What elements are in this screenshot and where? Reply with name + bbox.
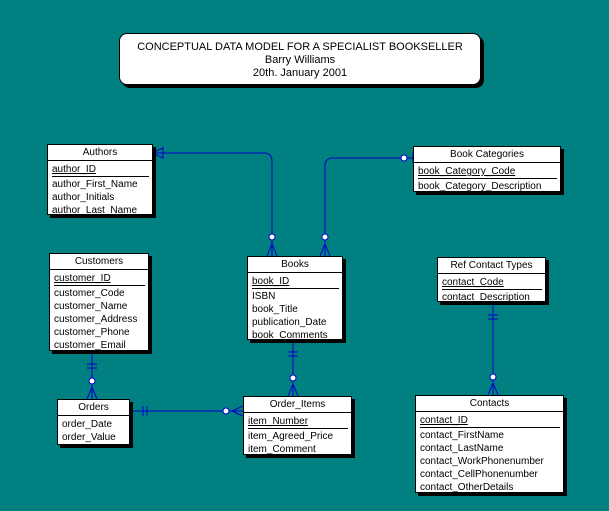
relationship-orders-orderitems xyxy=(130,405,244,417)
relationship-authors-books xyxy=(151,147,278,257)
attribute: author_Last_Name xyxy=(52,205,138,216)
entity-name: Customers xyxy=(50,254,148,270)
crowsfoot-books-end xyxy=(319,243,331,257)
attribute-list: contact_ID contact_FirstName contact_LastN… xyxy=(416,412,563,494)
crowsfoot-authors-end xyxy=(151,147,164,159)
attribute-list: author_ID author_First_Name author_Initial… xyxy=(48,161,152,217)
attribute: book_Comments xyxy=(252,330,328,341)
relationship-categories-books xyxy=(319,153,414,257)
primary-key-attribute: contact_Code xyxy=(442,276,542,290)
optional-circle-orderitems-end xyxy=(222,407,230,415)
entity-name: Orders xyxy=(58,400,129,416)
relationship-books-orderitems xyxy=(287,340,299,397)
attribute: author_First_Name xyxy=(52,179,138,190)
primary-key-attribute: contact_ID xyxy=(420,414,560,428)
entity-books[interactable]: Books book_ID ISBN book_Title publication_Da… xyxy=(247,256,343,342)
attribute: contact_LastName xyxy=(420,443,504,454)
entity-orders[interactable]: Orders order_Date order_Value xyxy=(57,399,130,445)
diagram-title: CONCEPTUAL DATA MODEL FOR A SPECIALIST B… xyxy=(137,41,463,53)
attribute: contact_FirstName xyxy=(420,430,504,441)
relationship-contacttypes-contacts xyxy=(487,302,499,396)
attribute: author_Initials xyxy=(52,192,115,203)
attribute-list: contact_Code contact_Description xyxy=(438,274,545,304)
attribute: book_Category_Description xyxy=(418,181,542,192)
attribute: contact_OtherDetails xyxy=(420,482,514,493)
attribute-list: book_Category_Code book_Category_Descript… xyxy=(414,163,560,193)
connector-line xyxy=(152,152,273,256)
primary-key-attribute: item_Number xyxy=(248,415,348,429)
optional-circle-orderitems-end xyxy=(289,374,297,382)
attribute: customer_Address xyxy=(54,314,138,325)
primary-key-attribute: book_ID xyxy=(252,275,339,289)
optional-circle-books-end xyxy=(321,233,329,241)
optional-circle-contacts-end xyxy=(489,373,497,381)
diagram-date: 20th. January 2001 xyxy=(252,67,348,79)
optional-circle-books-end xyxy=(268,233,276,241)
entity-name: Authors xyxy=(48,145,152,161)
entity-name: Ref Contact Types xyxy=(438,258,545,274)
attribute: customer_Name xyxy=(54,301,128,312)
primary-key-attribute: author_ID xyxy=(52,163,149,177)
attribute: item_Comment xyxy=(248,444,316,455)
crowsfoot-books-end xyxy=(266,243,278,257)
crowsfoot-contacts-end xyxy=(487,382,499,396)
optional-circle-categories-end xyxy=(400,154,408,162)
crowsfoot-orderitems-end xyxy=(231,405,244,417)
attribute-list: item_Number item_Agreed_Price item_Comment xyxy=(244,413,351,456)
attribute-list: order_Date order_Value xyxy=(58,416,129,444)
primary-key-attribute: customer_ID xyxy=(54,272,145,286)
attribute: contact_Description xyxy=(442,292,530,303)
attribute: contact_CellPhonenumber xyxy=(420,469,538,480)
attribute: publication_Date xyxy=(252,317,327,328)
attribute: customer_Email xyxy=(54,340,126,351)
connector-line xyxy=(324,157,413,256)
primary-key-attribute: book_Category_Code xyxy=(418,165,557,179)
optional-circle-orders-end xyxy=(88,377,96,385)
attribute: order_Value xyxy=(62,432,116,443)
attribute: ISBN xyxy=(252,291,276,302)
diagram-title-box: CONCEPTUAL DATA MODEL FOR A SPECIALIST B… xyxy=(119,33,481,85)
crowsfoot-orders-end xyxy=(86,386,98,400)
diagram-author: Barry Williams xyxy=(264,54,336,66)
entity-ref-contact-types[interactable]: Ref Contact Types contact_Code contact_Des… xyxy=(437,257,546,304)
entity-name: Order_Items xyxy=(244,397,351,413)
attribute: order_Date xyxy=(62,419,113,430)
entity-name: Books xyxy=(248,257,342,273)
entity-name: Contacts xyxy=(416,396,563,412)
attribute: item_Agreed_Price xyxy=(248,431,334,442)
attribute: book_Title xyxy=(252,304,298,315)
attribute: customer_Phone xyxy=(54,327,130,338)
attribute: contact_WorkPhonenumber xyxy=(420,456,544,467)
entity-name: Book Categories xyxy=(414,147,560,163)
relationship-customers-orders xyxy=(86,351,98,400)
crowsfoot-orderitems-end xyxy=(287,383,299,397)
attribute: customer_Code xyxy=(54,288,125,299)
